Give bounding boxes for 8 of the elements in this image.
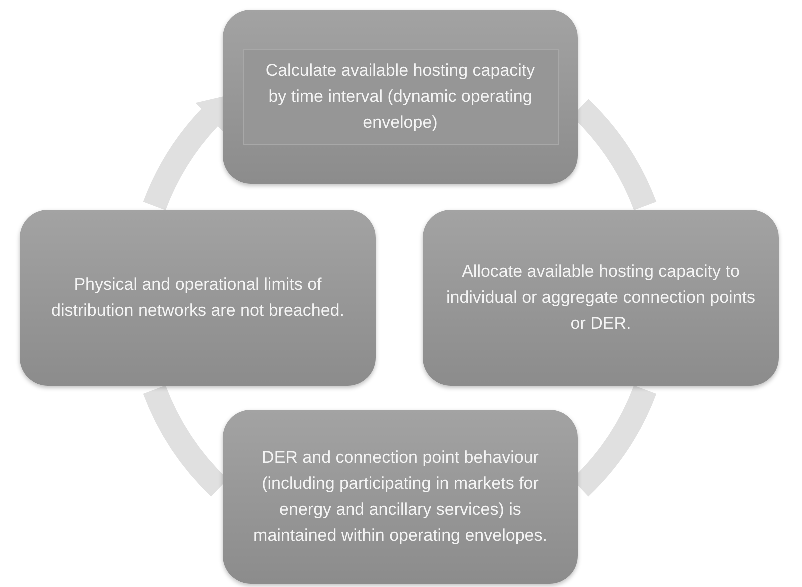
step-text: Physical and operational limits of distribution networks are not breached. bbox=[50, 274, 346, 322]
step-text: Calculate available hosting capacity by time interval (dynamic operating envelope) bbox=[264, 60, 536, 134]
process-box bbox=[223, 410, 578, 584]
process-box bbox=[423, 210, 779, 386]
step-text: DER and connection point behaviour (including participating in markets for energy and ancillary services) is maintained within operating envelopes. bbox=[252, 447, 548, 547]
step-text: Allocate available hosting capacity to individual or aggregate connection points or DER. bbox=[445, 261, 757, 335]
process-box bbox=[223, 10, 578, 184]
process-box bbox=[20, 210, 376, 386]
